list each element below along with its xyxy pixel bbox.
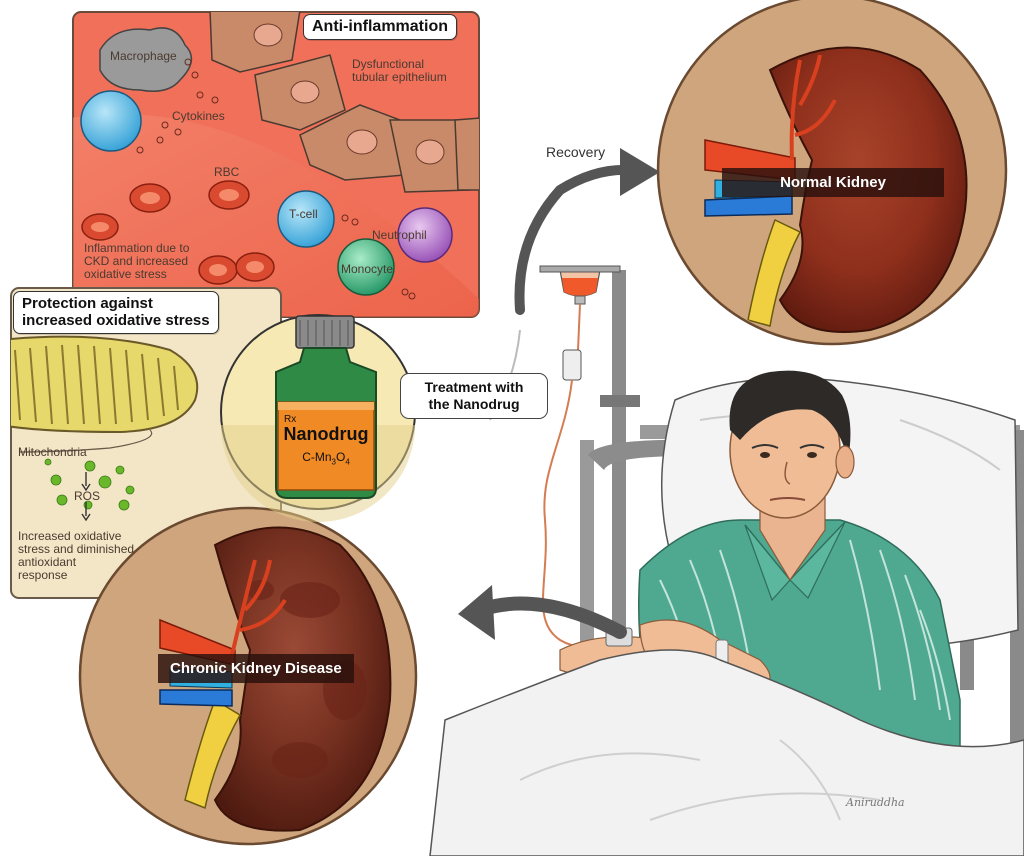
result-line-1: Increased oxidative xyxy=(18,529,122,543)
inflam-line-3: oxidative stress xyxy=(84,266,167,281)
regression-arrow xyxy=(458,585,627,640)
normal-kidney-label: Normal Kidney xyxy=(722,168,944,197)
oxidative-panel-title: Protection against increased oxidative s… xyxy=(13,291,219,334)
result-line-4: response xyxy=(18,567,68,582)
recovery-label: Recovery xyxy=(546,144,606,160)
formula-prefix: C-Mn xyxy=(302,450,332,464)
bottle-drug-formula: C-Mn3O4 xyxy=(278,450,374,466)
artist-signature: Aniruddha xyxy=(846,796,905,809)
bottle-drug-name: Nanodrug xyxy=(283,424,369,444)
nanodrug-bottle-circle xyxy=(220,314,416,522)
epithelium-line-1: Dysfunctional xyxy=(352,57,425,71)
treatment-line-2: the Nanodrug xyxy=(428,395,520,412)
mitochondria-shape xyxy=(11,335,199,434)
ros-particles xyxy=(44,458,135,511)
formula-o: O xyxy=(336,450,346,464)
inflammation-panel-title: Anti-inflammation xyxy=(303,14,457,40)
epithelium-line-2: tubular epithelium xyxy=(352,69,447,84)
bottle-rx-label: Rx xyxy=(284,414,297,425)
inflammation-panel xyxy=(72,11,480,318)
ckd-kidney-label: Chronic Kidney Disease xyxy=(158,654,354,683)
inflam-line-1: Inflammation due to xyxy=(84,241,190,255)
result-line-2: stress and diminished xyxy=(18,541,135,556)
inflammation-cause-label: Inflammation due to CKD and increased ox… xyxy=(84,242,189,281)
epithelium-label: Dysfunctional tubular epithelium xyxy=(352,58,447,84)
ros-label: ROS xyxy=(74,489,101,503)
cytokines-label: Cytokines xyxy=(172,109,225,123)
oxidative-title-line-2: increased oxidative stress xyxy=(22,312,210,330)
iv-stand xyxy=(539,265,626,648)
oxidative-title-line-1: Protection against xyxy=(22,295,153,312)
oxidative-result-label: Increased oxidative stress and diminishe… xyxy=(18,530,134,582)
tcell-label: T-cell xyxy=(289,207,318,221)
formula-sub-2: 4 xyxy=(345,457,350,467)
neutrophil-label: Neutrophil xyxy=(372,228,427,242)
rbc-label: RBC xyxy=(214,165,240,179)
treatment-line-1: Treatment with xyxy=(424,379,524,395)
inflam-line-2: CKD and increased xyxy=(84,253,189,268)
result-line-3: antioxidant xyxy=(18,554,77,569)
treatment-callout: Treatment with the Nanodrug xyxy=(400,373,548,419)
monocyte-label: Monocyte xyxy=(341,262,394,276)
macrophage-label: Macrophage xyxy=(110,49,177,63)
blanket xyxy=(429,649,1024,856)
formula-sub-1: 3 xyxy=(331,457,336,467)
mitochondria-label: Mitochondria xyxy=(18,445,87,459)
